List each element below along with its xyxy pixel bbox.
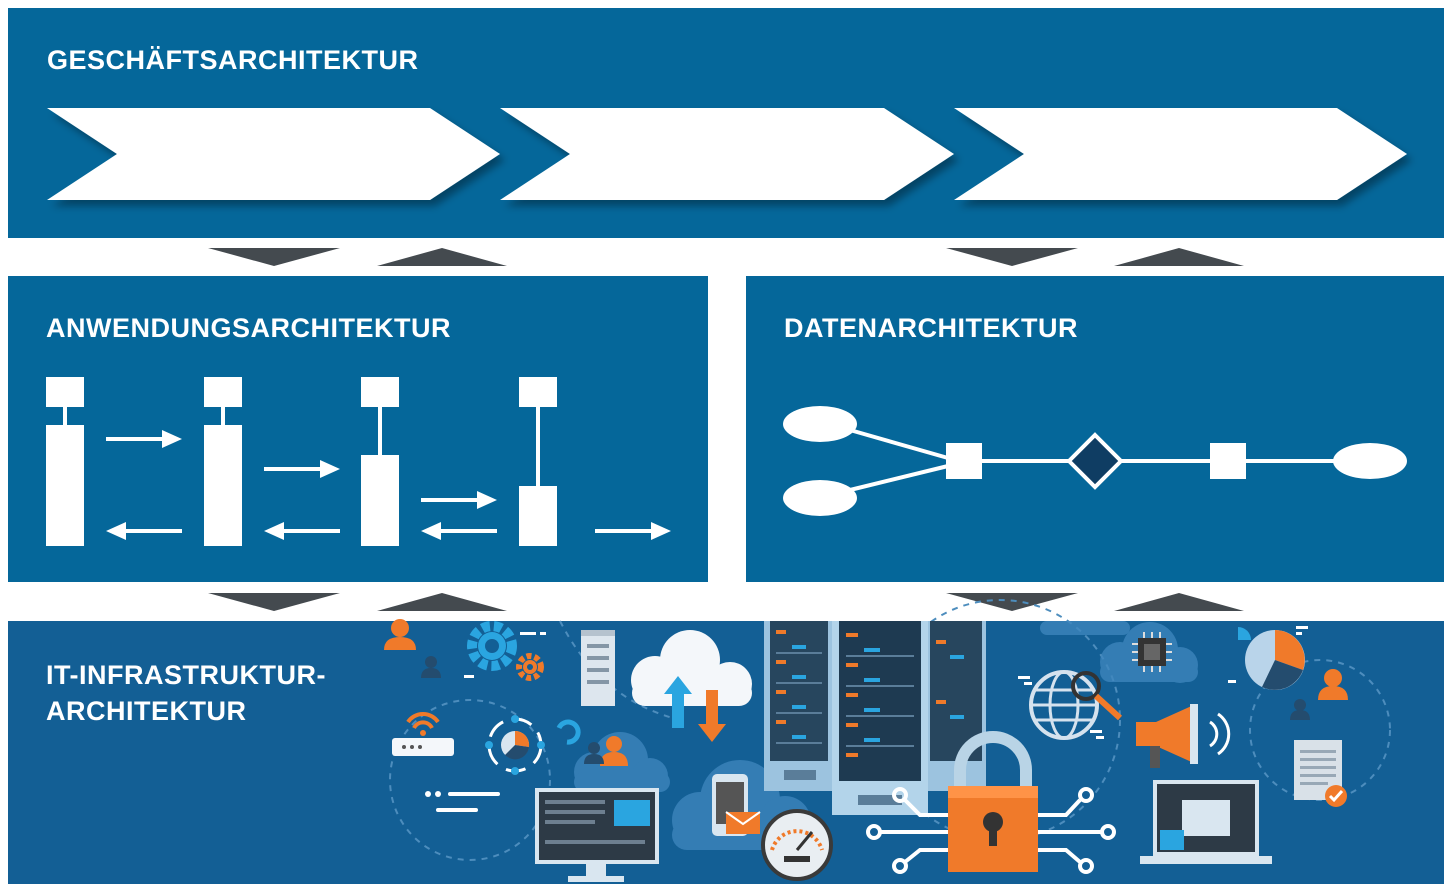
data-decision-node — [1066, 432, 1124, 490]
chip-icon — [1132, 632, 1172, 672]
arrow-left-3 — [421, 522, 497, 540]
arrow-left-1 — [106, 522, 182, 540]
connector-down-left — [208, 248, 340, 266]
gear-icon — [467, 621, 517, 671]
pie-chart-icon — [1238, 627, 1305, 690]
megaphone-icon — [1136, 704, 1231, 768]
process-step-1 — [47, 108, 500, 200]
infrastructure-architecture-title: IT-INFRASTRUKTUR- ARCHITEKTUR — [46, 657, 326, 729]
arrow-left-2 — [264, 522, 340, 540]
search-icon — [1071, 671, 1123, 721]
pie-chart-icon — [485, 715, 545, 775]
lifeline-2 — [204, 377, 242, 546]
server-tower-icon — [581, 630, 615, 706]
gear-icon — [516, 653, 544, 681]
data-architecture-panel: DATENARCHITEKTUR — [746, 276, 1444, 582]
data-source-node-1 — [783, 406, 857, 442]
data-process-node-1 — [946, 443, 982, 479]
lifeline-4 — [519, 377, 557, 546]
infrastructure-title-line-1: IT-INFRASTRUKTUR- — [46, 660, 326, 690]
person-icon — [600, 736, 628, 766]
server-rack-icon — [764, 621, 986, 815]
wifi-router-icon — [392, 712, 454, 756]
process-step-3 — [954, 108, 1407, 200]
data-target-node — [1333, 443, 1407, 479]
smartphone-icon — [712, 774, 761, 836]
lifeline-3 — [361, 377, 399, 546]
person-icon — [1318, 669, 1348, 700]
data-process-node-2 — [1210, 443, 1246, 479]
arrow-right-4 — [595, 522, 671, 540]
arrow-right-3 — [421, 491, 497, 509]
connector-down-left-lower — [208, 593, 340, 611]
sync-icon — [556, 719, 581, 745]
data-architecture-title: DATENARCHITEKTUR — [784, 313, 1078, 343]
globe-icon — [1029, 670, 1099, 740]
data-source-node-2 — [783, 480, 857, 516]
document-icon — [1294, 740, 1347, 807]
application-architecture-title: ANWENDUNGSARCHITEKTUR — [46, 313, 451, 343]
person-icon — [384, 619, 416, 650]
connector-up-right-lower — [1114, 593, 1244, 611]
process-step-2 — [500, 108, 954, 200]
connector-up-right — [1114, 248, 1244, 266]
infrastructure-title-line-2: ARCHITEKTUR — [46, 696, 247, 726]
person-icon — [421, 656, 1310, 764]
monitor-icon — [535, 788, 659, 882]
connector-up-left — [377, 248, 507, 266]
connector-down-right — [946, 248, 1078, 266]
cloud-sync-icon — [631, 630, 752, 742]
connector-up-left-lower — [377, 593, 507, 611]
laptop-icon — [1140, 780, 1272, 864]
speedometer-icon — [761, 809, 833, 881]
lifeline-1 — [46, 377, 84, 546]
padlock-icon — [866, 731, 1116, 874]
arrow-right-1 — [106, 430, 182, 448]
business-architecture-title: GESCHÄFTSARCHITEKTUR — [47, 45, 419, 75]
connector-down-right-lower — [946, 593, 1078, 611]
arrow-right-2 — [264, 460, 340, 478]
